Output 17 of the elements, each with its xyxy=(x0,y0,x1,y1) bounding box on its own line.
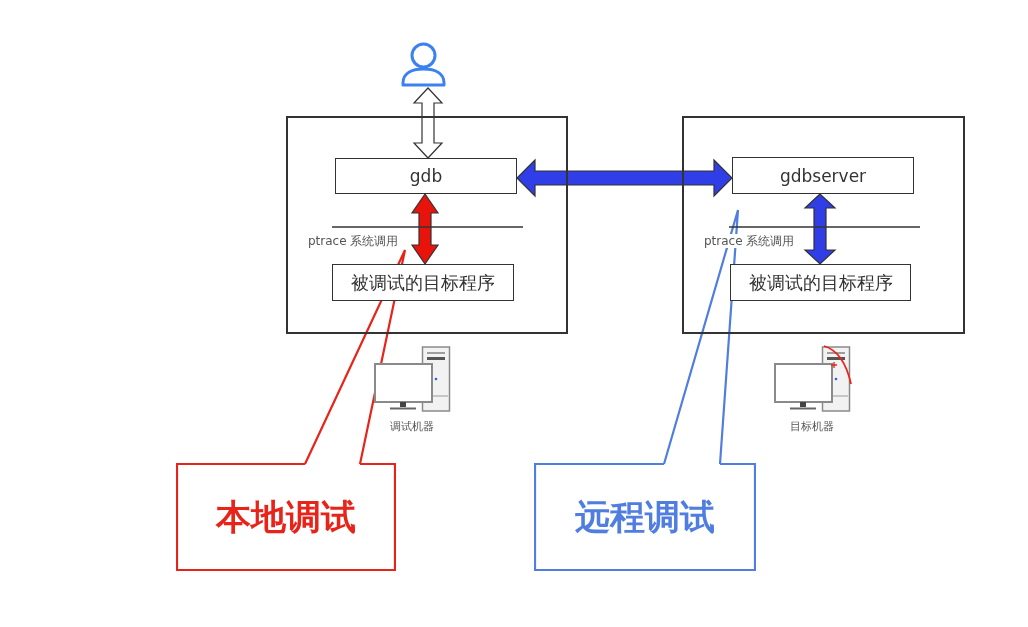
process-box: 被调试的目标程序 xyxy=(332,264,514,301)
process-box: gdbserver xyxy=(732,157,914,194)
double-arrow xyxy=(412,87,444,159)
layer-label: ptrace 系统调用 xyxy=(704,234,795,249)
double-arrow xyxy=(516,158,733,198)
container-box xyxy=(682,116,965,334)
icon-caption: 调试机器 xyxy=(390,420,434,434)
container-box xyxy=(286,116,568,334)
icon-caption: 目标机器 xyxy=(790,420,834,434)
double-arrow xyxy=(803,193,837,265)
process-box: 被调试的目标程序 xyxy=(730,264,911,301)
callout-box: 本地调试 xyxy=(176,463,396,571)
layer-label: ptrace 系统调用 xyxy=(308,234,399,249)
process-box: gdb xyxy=(335,158,517,194)
double-arrow xyxy=(410,192,440,266)
callout-box: 远程调试 xyxy=(534,463,756,571)
person-icon xyxy=(400,42,447,88)
